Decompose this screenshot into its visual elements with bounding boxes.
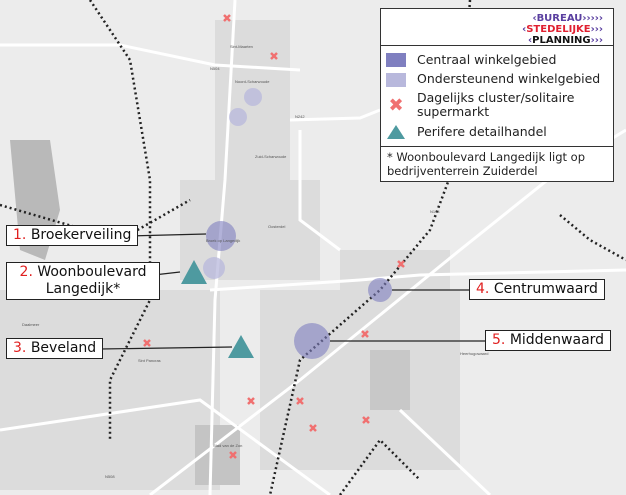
- place-name: Sint Pancras: [138, 358, 161, 363]
- place-name: Stad van de Zon: [213, 443, 242, 448]
- label-centrumwaard: 4. Centrumwaard: [469, 279, 605, 300]
- supporting-shopping-areas: [203, 88, 262, 279]
- place-name: Broek op Langedijk: [206, 238, 240, 243]
- label-broekerveiling: 1. Broekerveiling: [6, 225, 139, 246]
- label-middenwaard: 5. Middenwaard: [485, 330, 612, 351]
- label-number: 5.: [492, 332, 506, 348]
- bureau-stedelijke-planning-logo: ‹BUREAU››››› ‹STEDELIJKE››› ‹PLANNING›››: [522, 13, 603, 46]
- label-name: Woonboulevard Langedijk*: [37, 264, 147, 297]
- legend-supermarket: Dagelijks cluster/solitaire supermarkt: [417, 90, 575, 119]
- label-number: 3.: [13, 340, 27, 356]
- label-woonboulevard: 2. Woonboulevard Langedijk*: [6, 262, 160, 300]
- legend: ‹BUREAU››››› ‹STEDELIJKE››› ‹PLANNING›››…: [380, 8, 614, 182]
- cross-icon: ✖: [388, 95, 404, 116]
- legend-supporting: Ondersteunend winkelgebied: [417, 71, 601, 86]
- place-name: Heerhugowaard: [460, 351, 488, 356]
- place-name: Noord-Scharwoude: [235, 79, 270, 84]
- place-name: Sint-Maarten: [230, 44, 253, 49]
- central-area-swatch: [386, 53, 406, 67]
- place-name: Oosterdel: [268, 224, 285, 229]
- label-name: Broekerveiling: [30, 227, 132, 243]
- place-name: N504: [210, 66, 220, 71]
- label-beveland: 3. Beveland: [6, 338, 104, 359]
- label-name: Middenwaard: [509, 332, 605, 348]
- peripheral-retail-markers: [181, 260, 254, 358]
- label-number: 4.: [476, 281, 490, 297]
- legend-note: * Woonboulevard Langedijk ligt op bedrij…: [387, 150, 586, 178]
- triangle-icon: [387, 125, 405, 139]
- place-name: N508: [105, 474, 115, 479]
- supporting-area-swatch: [386, 73, 406, 87]
- place-name: N194: [430, 209, 440, 214]
- label-number: 2.: [19, 264, 33, 280]
- label-name: Beveland: [30, 340, 97, 356]
- supermarket-markers: [143, 14, 405, 459]
- label-name: Centrumwaard: [493, 281, 598, 297]
- leader-lines: [99, 233, 485, 350]
- central-shopping-areas: [206, 221, 392, 359]
- place-name: Zuid-Scharwoude: [255, 154, 287, 159]
- label-number: 1.: [13, 227, 27, 243]
- legend-peripheral: Perifere detailhandel: [417, 124, 547, 139]
- legend-central: Centraal winkelgebied: [417, 52, 557, 67]
- place-name: Daalmeer: [22, 322, 40, 327]
- place-name: N242: [295, 114, 305, 119]
